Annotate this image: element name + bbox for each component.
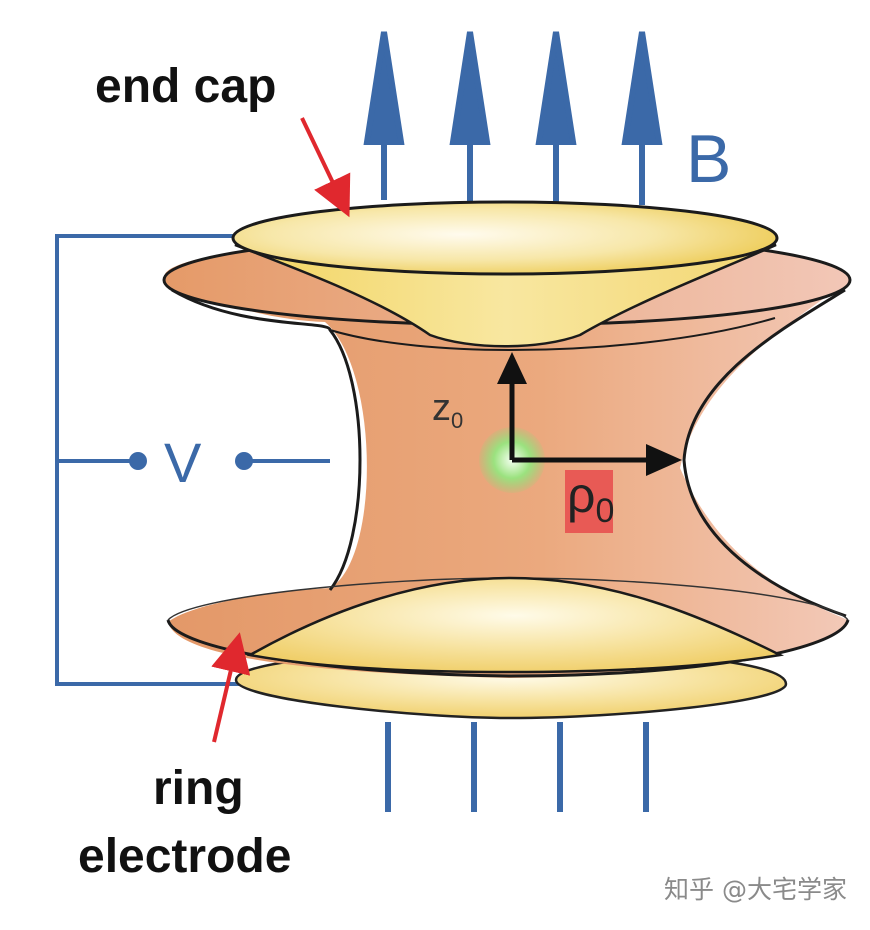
watermark: 知乎 @大宅学家 [664, 875, 847, 904]
coordinate-axes [497, 352, 682, 476]
voltage-circuit [55, 234, 330, 686]
magnetic-field-lines-top [363, 31, 663, 205]
ring-pointer-arrow [211, 632, 251, 743]
rho0-label: ρ0 [567, 467, 614, 530]
terminal-right [235, 452, 253, 470]
field-b-label: B [686, 121, 731, 197]
voltage-label: V [164, 431, 202, 494]
magnetic-field-lines-bottom [385, 722, 649, 812]
end-cap-pointer-arrow [300, 117, 351, 218]
top-end-cap [231, 200, 779, 348]
ring-label: ring [153, 762, 244, 815]
terminal-left [129, 452, 147, 470]
rho-highlight [565, 470, 613, 533]
end-cap-label: end cap [95, 60, 276, 113]
bottom-end-cap-dome [246, 576, 785, 674]
electrode-label: electrode [78, 830, 291, 883]
z0-label: z0 [432, 387, 463, 433]
